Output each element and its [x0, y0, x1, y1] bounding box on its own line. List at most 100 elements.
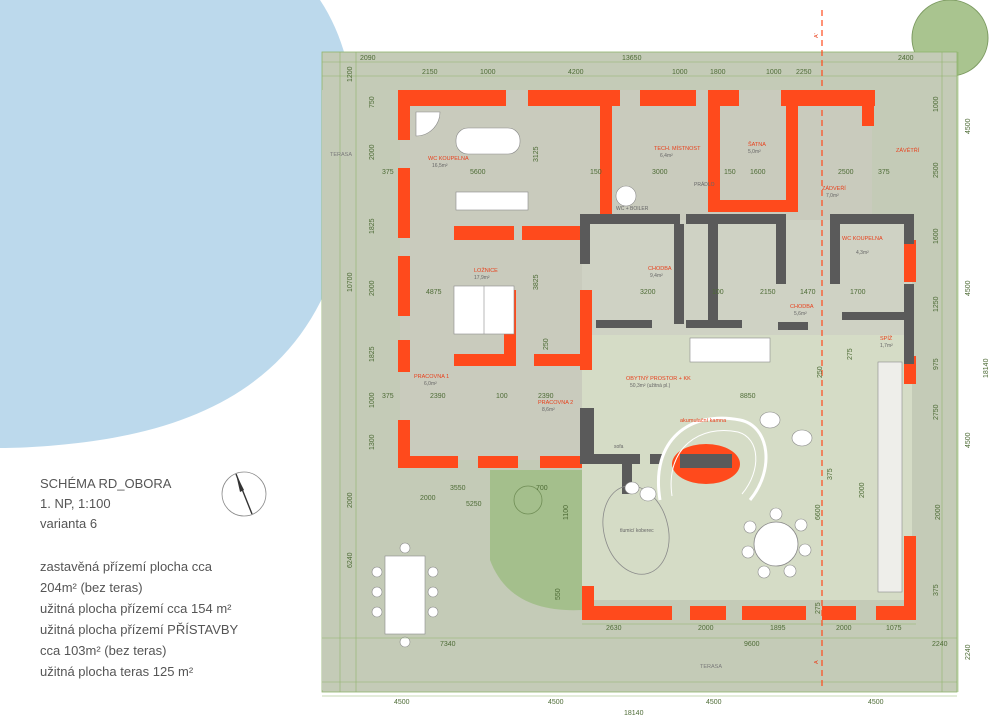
label-boiler: WC + BOILER — [616, 206, 649, 212]
svg-text:4500: 4500 — [548, 699, 564, 706]
svg-text:4500: 4500 — [965, 118, 972, 134]
svg-text:1300: 1300 — [369, 434, 376, 450]
svg-text:1700: 1700 — [850, 289, 866, 296]
svg-text:2250: 2250 — [796, 69, 812, 76]
svg-text:8850: 8850 — [740, 393, 756, 400]
room-obytny-area: 50,3m² (užitná pl.) — [630, 383, 671, 389]
svg-text:6600: 6600 — [815, 504, 822, 520]
room-chodba1-area: 9,4m² — [650, 273, 663, 279]
shower-corner — [415, 111, 441, 137]
pond-shape — [0, 0, 356, 448]
armchairs — [624, 411, 813, 502]
svg-text:10700: 10700 — [347, 272, 354, 292]
svg-text:2150: 2150 — [760, 289, 776, 296]
svg-text:3550: 3550 — [450, 485, 466, 492]
svg-text:1250: 1250 — [933, 296, 940, 312]
svg-text:1600: 1600 — [933, 228, 940, 244]
vanity — [455, 191, 529, 211]
rug — [602, 485, 670, 575]
area-summary: zastavěná přízemí plocha cca 204m² (bez … — [40, 556, 290, 682]
svg-text:2000: 2000 — [420, 495, 436, 502]
svg-text:2000: 2000 — [369, 144, 376, 160]
svg-text:5600: 5600 — [470, 169, 486, 176]
svg-text:1000: 1000 — [766, 69, 782, 76]
area-line: užitná plocha teras 125 m² — [40, 664, 194, 679]
boiler — [615, 185, 637, 207]
svg-text:2750: 2750 — [933, 404, 940, 420]
area-line: cca 103m² (bez teras) — [40, 643, 167, 658]
svg-text:18140: 18140 — [624, 710, 644, 717]
room-zadveri-name: ZÁDVEŘÍ — [822, 184, 846, 192]
svg-text:750: 750 — [369, 96, 376, 108]
svg-text:275: 275 — [815, 602, 822, 614]
terrace-left — [322, 90, 400, 500]
section-mark-bottom: A — [814, 660, 820, 664]
svg-text:2000: 2000 — [836, 625, 852, 632]
title-block: SCHÉMA RD_OBORA 1. NP, 1:100 varianta 6 — [40, 474, 171, 534]
room-terasa-bottom: TERASA — [700, 664, 722, 670]
svg-text:1825: 1825 — [369, 346, 376, 362]
room-pracovna2-area: 8,6m² — [542, 407, 555, 413]
room-pracovna2-name: PRACOVNA 2 — [538, 400, 573, 406]
plant — [513, 485, 543, 515]
room-spiz-area: 1,7m² — [880, 343, 893, 349]
area-line: 204m² (bez teras) — [40, 580, 143, 595]
label-kamna: akumulační kamna — [680, 418, 727, 424]
svg-text:1000: 1000 — [933, 96, 940, 112]
svg-text:375: 375 — [878, 169, 890, 176]
svg-text:2000: 2000 — [859, 482, 866, 498]
svg-text:375: 375 — [933, 584, 940, 596]
room-chodba1-name: CHODBA — [648, 266, 672, 272]
area-line: zastavěná přízemí plocha cca — [40, 559, 212, 574]
outer-walls — [398, 90, 916, 620]
svg-text:275: 275 — [847, 348, 854, 360]
svg-text:2090: 2090 — [360, 55, 376, 62]
plan-scale: 1. NP, 1:100 — [40, 496, 111, 511]
svg-text:375: 375 — [382, 169, 394, 176]
room-terasa-left: TERASA — [330, 152, 352, 158]
svg-text:2390: 2390 — [538, 393, 554, 400]
svg-text:4500: 4500 — [965, 280, 972, 296]
terrace-chairs — [371, 542, 439, 648]
svg-text:2500: 2500 — [933, 162, 940, 178]
svg-text:1825: 1825 — [369, 218, 376, 234]
room-satna-name: ŠATNA — [748, 141, 766, 148]
room-chodba2-area: 5,6m² — [794, 311, 807, 317]
svg-text:1000: 1000 — [369, 392, 376, 408]
svg-text:1800: 1800 — [710, 69, 726, 76]
svg-text:4500: 4500 — [706, 699, 722, 706]
svg-text:3200: 3200 — [640, 289, 656, 296]
dimension-texts: 2090 13650 2400 2150 1000 4200 1000 1800… — [347, 55, 990, 717]
svg-text:700: 700 — [536, 485, 548, 492]
svg-text:4500: 4500 — [868, 699, 884, 706]
svg-text:2390: 2390 — [430, 393, 446, 400]
svg-text:150: 150 — [590, 169, 602, 176]
area-line: užitná plocha přízemí cca 154 m² — [40, 601, 232, 616]
plan-variant: varianta 6 — [40, 516, 98, 531]
room-wc-small-area: 4,3m² — [856, 250, 869, 256]
svg-text:4875: 4875 — [426, 289, 442, 296]
svg-text:3825: 3825 — [533, 274, 540, 290]
svg-text:2240: 2240 — [965, 644, 972, 660]
label-pradlo: PRÁDLO — [694, 181, 715, 188]
svg-text:2400: 2400 — [898, 55, 914, 62]
svg-text:5250: 5250 — [466, 501, 482, 508]
svg-text:3125: 3125 — [533, 146, 540, 162]
plan-title: SCHÉMA RD_OBORA — [40, 476, 172, 491]
north-arrow — [221, 471, 267, 517]
room-spiz-name: SPÍŽ — [880, 334, 893, 342]
dining-chairs — [741, 507, 812, 579]
area-line: užitná plocha přízemí PŘÍSTAVBY — [40, 622, 239, 637]
room-tech-name: TECH. MÍSTNOST — [654, 145, 701, 152]
svg-text:1895: 1895 — [770, 625, 786, 632]
svg-text:9600: 9600 — [744, 641, 760, 648]
room-zavetri-name: ZÁVĚTŘÍ — [896, 146, 920, 154]
svg-text:550: 550 — [555, 588, 562, 600]
label-rug: tlumicí koberec — [620, 528, 654, 534]
svg-text:1200: 1200 — [347, 66, 354, 82]
kitchen-counter — [877, 361, 903, 593]
room-pracovna1-name: PRACOVNA 1 — [414, 374, 449, 380]
terrace-table — [384, 555, 426, 635]
svg-text:250: 250 — [817, 366, 824, 378]
